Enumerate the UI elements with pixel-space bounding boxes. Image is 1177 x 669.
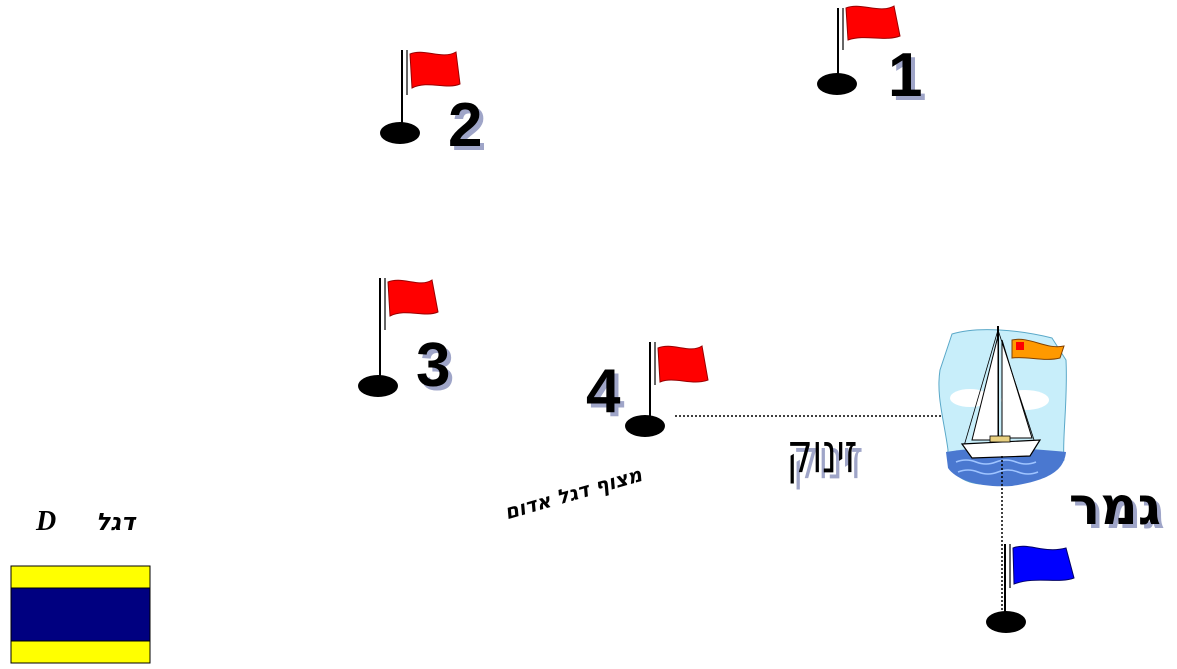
blue-flag-icon — [1005, 544, 1074, 618]
buoy-icon — [986, 611, 1026, 633]
mark-4: 4 4 — [586, 342, 708, 437]
mark-4-number: 4 — [586, 357, 621, 426]
flag-d-letter: D — [35, 506, 56, 537]
mark-1: 1 1 — [817, 6, 926, 114]
finish-label-text: גמר — [1069, 477, 1161, 537]
flag-d-word: דגל — [96, 508, 137, 536]
buoy-icon — [380, 122, 420, 144]
buoy-icon — [625, 415, 665, 437]
start-label: זינוק זינוק — [787, 421, 863, 491]
start-label-text: זינוק — [787, 421, 857, 485]
buoy-icon — [358, 375, 398, 397]
mark-2: 2 2 — [380, 50, 486, 164]
red-flag-buoy-label: מצוף דגל אדום — [502, 462, 645, 524]
signal-flag-d-icon — [11, 566, 150, 663]
buoy-icon — [817, 73, 857, 95]
sailboat-icon — [939, 326, 1067, 486]
mark-1-number: 1 — [888, 41, 922, 110]
mark-3: 3 3 — [358, 278, 454, 404]
mark-3-number: 3 — [416, 331, 450, 400]
finish-buoy — [986, 544, 1074, 633]
finish-label: גמר גמר — [1069, 477, 1165, 541]
mark-2-number: 2 — [448, 91, 482, 160]
red-flag-icon — [650, 342, 708, 420]
flag-d-legend: דגל D — [11, 506, 150, 663]
